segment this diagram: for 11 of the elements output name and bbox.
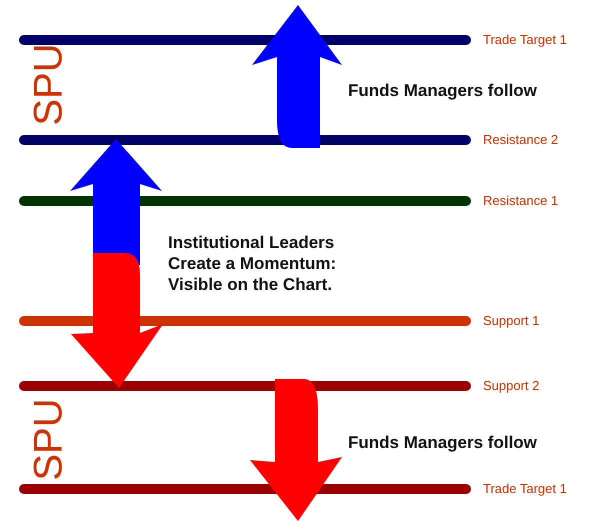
symbol-label: SPU <box>26 43 72 126</box>
annotation-text: Institutional Leaders Create a Momentum: Visible on the Chart. <box>168 232 338 295</box>
annotation-text: Funds Managers follow <box>348 432 537 453</box>
level-label: Support 2 <box>483 378 540 393</box>
level-label: Support 1 <box>483 313 540 328</box>
symbol-label: SPU <box>26 398 72 481</box>
level-label: Resistance 2 <box>483 132 558 147</box>
annotation-text: Funds Managers follow <box>348 80 537 101</box>
level-label: Trade Target 1 <box>483 32 567 47</box>
level-label: Resistance 1 <box>483 193 558 208</box>
level-label: Trade Target 1 <box>483 481 567 496</box>
